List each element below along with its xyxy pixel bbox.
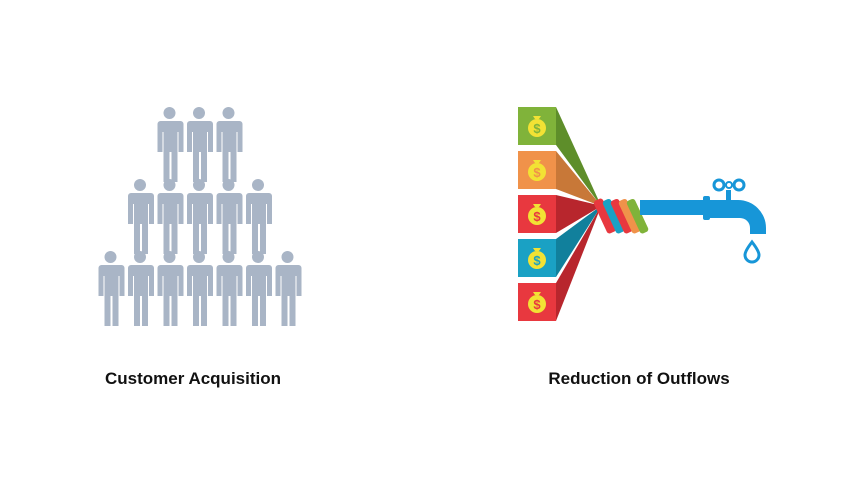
person-icon: [216, 107, 243, 182]
funnel-side: [556, 151, 598, 205]
person-icon: [187, 251, 213, 326]
svg-text:$: $: [533, 121, 541, 136]
funnel-side: [556, 211, 598, 321]
water-drop-icon: [743, 239, 761, 264]
svg-text:$: $: [533, 209, 541, 224]
outflow-funnel: $ $ $ $ $: [518, 107, 598, 321]
funnel-side: [556, 208, 598, 277]
money-bag-icon: $: [528, 160, 546, 181]
person-icon: [216, 179, 243, 254]
svg-text:$: $: [533, 297, 541, 312]
customer-acquisition-label: Customer Acquisition: [105, 369, 281, 388]
funnel-side: [556, 107, 598, 202]
person-icon: [187, 107, 213, 182]
reduction-of-outflows-label: Reduction of Outflows: [548, 369, 730, 388]
person-icon: [275, 251, 302, 326]
person-icon: [187, 179, 213, 254]
person-icon: [128, 179, 154, 254]
money-bag-icon: $: [528, 248, 546, 269]
person-icon: [157, 251, 184, 326]
hose-bundle: [593, 198, 649, 234]
person-icon: [246, 179, 272, 254]
person-icon: [216, 251, 243, 326]
person-icon: [98, 251, 125, 326]
svg-text:$: $: [533, 253, 541, 268]
money-bag-icon: $: [528, 116, 546, 137]
person-icon: [128, 251, 154, 326]
person-icon: [157, 107, 184, 182]
faucet-icon: [640, 178, 766, 264]
svg-text:$: $: [533, 165, 541, 180]
person-icon: [246, 251, 272, 326]
person-icon: [157, 179, 184, 254]
money-bag-icon: $: [528, 292, 546, 313]
money-bag-icon: $: [528, 204, 546, 225]
people-group: [98, 107, 302, 326]
funnel-side: [556, 195, 598, 233]
